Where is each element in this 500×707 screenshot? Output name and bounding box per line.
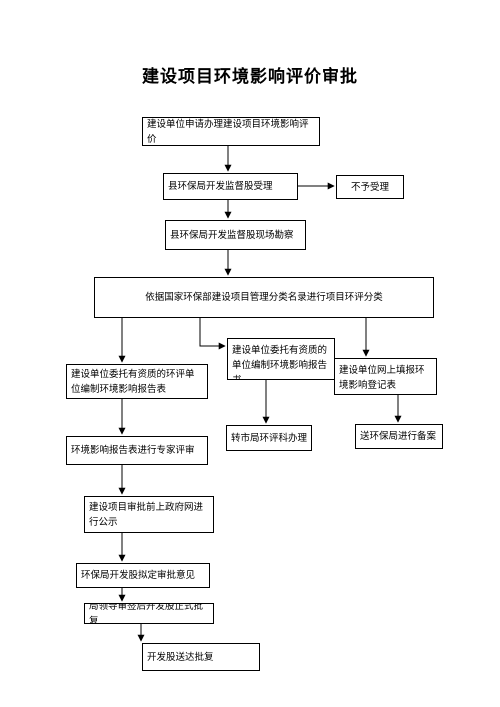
node-record-label: 送环保局进行备案 (360, 431, 437, 442)
node-draft-opinion-label: 环保局开发股拟定审批意见 (81, 570, 196, 581)
node-reject: 不予受理 (336, 175, 404, 199)
node-expert-review-label: 环境影响报告表进行专家评审 (71, 445, 195, 456)
node-reject-label: 不予受理 (350, 181, 389, 193)
node-county-accept-label: 县环保局开发监督股受理 (168, 181, 273, 192)
node-city-eia: 转市局环评科办理 (226, 425, 312, 451)
node-draft-opinion: 环保局开发股拟定审批意见 (76, 563, 210, 588)
node-report-table: 建设单位委托有资质的环评单位编制环境影响报告表 (66, 364, 208, 399)
node-leader-sign: 局领导审签后开发股正式批复 (84, 603, 214, 624)
node-site-survey-label: 县环保局开发监督股现场勘察 (170, 229, 294, 241)
node-registration-label: 建设单位网上填报环境影响登记表 (339, 365, 425, 391)
node-report-book: 建设单位委托有资质的单位编制环境影响报告书 (227, 338, 335, 380)
node-report-table-label: 建设单位委托有资质的环评单位编制环境影响报告表 (71, 368, 195, 395)
node-publicity: 建设项目审批前上政府网进行公示 (84, 496, 214, 533)
node-leader-sign-label: 局领导审签后开发股正式批复 (89, 603, 204, 624)
node-city-eia-label: 转市局环评科办理 (231, 432, 308, 444)
node-deliver-label: 开发股送达批复 (147, 651, 214, 663)
node-publicity-label: 建设项目审批前上政府网进行公示 (89, 501, 204, 528)
node-classify: 依据国家环保部建设项目管理分类名录进行项目环评分类 (94, 277, 434, 318)
node-county-accept: 县环保局开发监督股受理 (163, 173, 298, 200)
node-apply: 建设单位申请办理建设项目环境影响评价 (142, 117, 320, 146)
arrow-classify-to-report-book (199, 318, 226, 350)
node-report-book-label: 建设单位委托有资质的单位编制环境影响报告书 (232, 345, 328, 379)
page-title: 建设项目环境影响评价审批 (142, 67, 358, 87)
node-site-survey: 县环保局开发监督股现场勘察 (165, 220, 306, 250)
node-registration: 建设单位网上填报环境影响登记表 (334, 358, 437, 395)
node-record: 送环保局进行备案 (355, 424, 443, 449)
node-apply-label: 建设单位申请办理建设项目环境影响评价 (147, 118, 309, 145)
node-deliver: 开发股送达批复 (142, 643, 260, 671)
node-classify-label: 依据国家环保部建设项目管理分类名录进行项目环评分类 (145, 292, 383, 303)
node-expert-review: 环境影响报告表进行专家评审 (66, 436, 208, 465)
